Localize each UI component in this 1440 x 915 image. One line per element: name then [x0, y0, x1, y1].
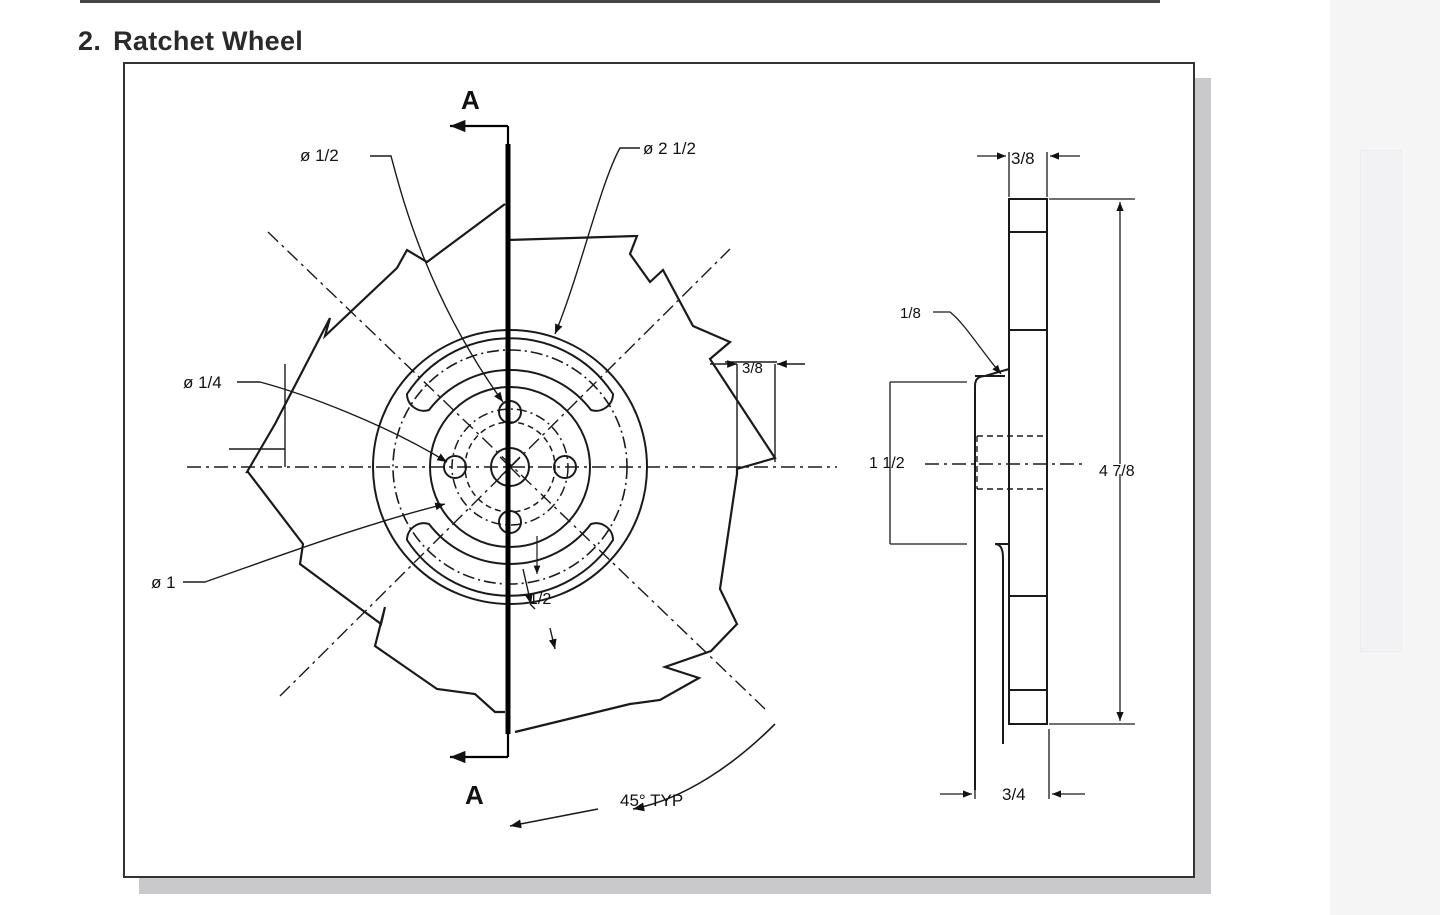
page-title: 2. Ratchet Wheel: [78, 26, 303, 57]
leader-dia-half: [370, 155, 504, 403]
side-hidden-lines: [976, 435, 1047, 490]
dim-three-eighths: 3/8: [742, 360, 763, 377]
diagonal-centerlines: [267, 231, 766, 710]
leader-dia-quarter: [237, 381, 448, 463]
ratchet-wheel-drawing: A A ø 1/2 ø 2 1/2 ø 1/4 ø 1 3/8 1/2 45° …: [151, 85, 1135, 829]
side-plate: [1008, 198, 1048, 725]
lower-slot: [405, 522, 615, 597]
right-teeth-outline: [506, 234, 777, 734]
leader-half: [523, 568, 535, 609]
dim-hub: 1 1/2: [869, 455, 905, 472]
dim-bottom-width: 3/4: [1002, 785, 1026, 804]
angle-arc: [632, 723, 776, 812]
dim-dia-two-half: ø 2 1/2: [643, 139, 696, 158]
section-label-top: A: [461, 85, 480, 115]
background-ghost: [1360, 150, 1402, 652]
dim-top-width: 3/8: [1011, 149, 1035, 168]
dim-half: 1/2: [529, 591, 551, 608]
top-rule: [80, 0, 1160, 3]
dim-dia-quarter: ø 1/4: [183, 373, 222, 392]
problem-title: Ratchet Wheel: [113, 26, 304, 56]
dim-height: 4 7/8: [1099, 463, 1135, 480]
side-view-labels: 3/8 1/8 1 1/2 4 7/8 3/4: [869, 149, 1135, 804]
left-teeth-outline: [245, 203, 506, 714]
dim-angle: 45° TYP: [620, 791, 683, 810]
dim-dia-half: ø 1/2: [300, 146, 339, 165]
leader-dia-two-half: [554, 147, 640, 335]
side-hub: [974, 368, 1010, 790]
upper-slot: [405, 337, 615, 412]
leader-fillet: [933, 311, 1002, 375]
drawing-frame: A A ø 1/2 ø 2 1/2 ø 1/4 ø 1 3/8 1/2 45° …: [123, 62, 1195, 878]
side-view: [889, 152, 1135, 799]
problem-number: 2.: [78, 26, 102, 56]
leader-dia-one: [183, 502, 446, 583]
front-view-labels: A A ø 1/2 ø 2 1/2 ø 1/4 ø 1 3/8 1/2 45° …: [151, 85, 763, 810]
page-margin: [1330, 0, 1440, 915]
dim-fillet: 1/8: [900, 305, 921, 322]
dim-dia-one: ø 1: [151, 573, 176, 592]
front-view: [183, 119, 837, 829]
section-label-bottom: A: [465, 780, 484, 810]
